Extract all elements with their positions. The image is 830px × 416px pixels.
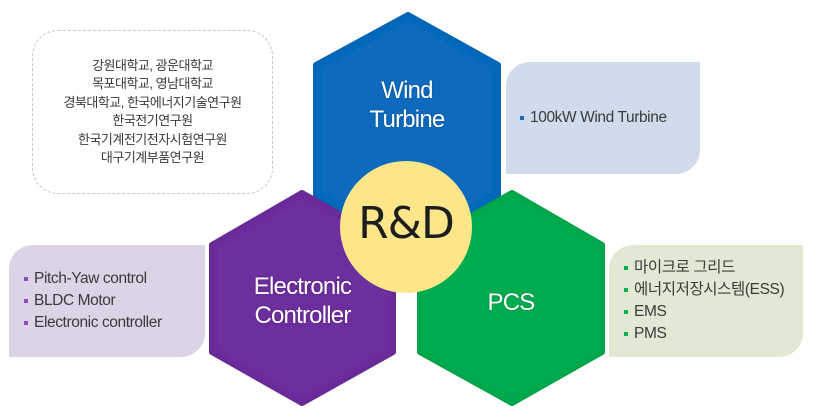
square-bullet-icon (520, 116, 524, 120)
list-item: 에너지저장시스템(ESS) (624, 279, 803, 301)
square-bullet-icon (24, 321, 28, 325)
partner-line: 목포대학교, 영남대학교 (92, 76, 213, 91)
list-item: 100kW Wind Turbine (520, 107, 700, 129)
item-text: 에너지저장시스템(ESS) (634, 281, 785, 298)
item-text: 100kW Wind Turbine (530, 109, 667, 126)
wind-turbine-label: Wind Turbine (316, 76, 498, 134)
electronic-controller-info-box: Pitch-Yaw control BLDC Motor Electronic … (9, 245, 205, 357)
partner-line: 강원대학교, 광운대학교 (92, 57, 213, 73)
item-text: Electronic controller (34, 314, 162, 331)
square-bullet-icon (624, 310, 628, 314)
item-text: BLDC Motor (34, 292, 116, 309)
partner-line: 한국전기연구원 (112, 113, 193, 128)
label-line: Controller (254, 302, 351, 329)
partner-line: 한국기계전기전자시험연구원 (78, 131, 227, 147)
item-text: PMS (634, 325, 667, 342)
square-bullet-icon (624, 332, 628, 336)
rnd-center-circle (340, 161, 472, 293)
list-item: PMS (624, 323, 803, 345)
rnd-title: R&D (358, 198, 455, 249)
partner-line: 경북대학교, 한국에너지기술연구원 (63, 94, 242, 110)
list-item: EMS (624, 301, 803, 323)
label-line: Wind (381, 77, 433, 104)
list-item: BLDC Motor (24, 290, 205, 312)
square-bullet-icon (24, 277, 28, 281)
pcs-info-box: 마이크로 그리드 에너지저장시스템(ESS) EMS PMS (609, 245, 803, 357)
electronic-controller-label: Electronic Controller (212, 272, 393, 330)
label-line: PCS (487, 289, 536, 316)
partner-line: 대구기계부품연구원 (100, 150, 205, 165)
list-item: Electronic controller (24, 312, 205, 334)
item-text: EMS (634, 303, 667, 320)
item-text: Pitch-Yaw control (34, 270, 147, 287)
square-bullet-icon (624, 288, 628, 292)
partner-institutions-box: 강원대학교, 광운대학교 목포대학교, 영남대학교 경북대학교, 한국에너지기술… (32, 30, 273, 194)
pcs-label: PCS (420, 288, 602, 317)
square-bullet-icon (624, 266, 628, 270)
list-item: 마이크로 그리드 (624, 257, 803, 279)
square-bullet-icon (24, 299, 28, 303)
label-line: Turbine (369, 106, 446, 133)
item-text: 마이크로 그리드 (634, 259, 735, 276)
label-line: Electronic (253, 273, 352, 300)
wind-turbine-info-box: 100kW Wind Turbine (506, 62, 700, 174)
list-item: Pitch-Yaw control (24, 268, 205, 290)
